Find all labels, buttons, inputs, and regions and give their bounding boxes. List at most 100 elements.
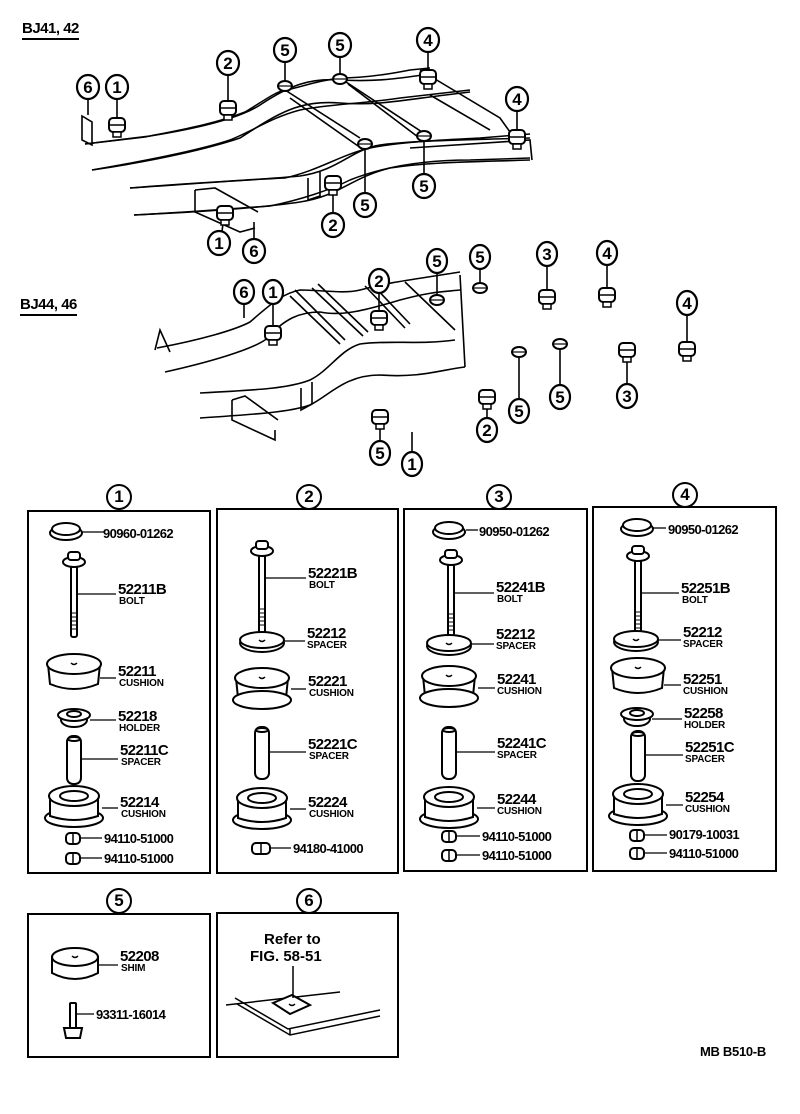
callout-number: 5: [419, 177, 428, 196]
nut-icon: [629, 847, 645, 860]
callout-circle: [206, 229, 232, 257]
callout-circle: [595, 239, 619, 267]
bolt-icon: [250, 540, 274, 634]
mount-stud: [602, 301, 612, 308]
mount-stud: [374, 324, 384, 331]
callout-4: 4: [595, 239, 619, 308]
callout-number: 5: [514, 402, 523, 421]
callout-number: 4: [602, 244, 612, 263]
callout-number: 6: [249, 242, 258, 261]
callout-number: 3: [542, 245, 551, 264]
holder-icon: [620, 707, 654, 727]
model-label-bj44-46: BJ44, 46: [20, 296, 77, 316]
callout-circle: [320, 211, 346, 239]
cushion-lower-icon: [232, 787, 292, 830]
tube-spacer-icon: [630, 730, 646, 782]
callout-number: 3: [622, 387, 631, 406]
callout-1: 1: [206, 205, 234, 257]
part-number: 52251C: [685, 739, 735, 756]
figure-code: MB B510-B: [700, 1044, 766, 1059]
callout-circle: [468, 243, 492, 271]
part-number: 90950-01262: [668, 522, 739, 537]
callout-1: 1: [400, 432, 424, 478]
tube-spacer-icon: [66, 735, 82, 785]
callout-number: 5: [360, 196, 369, 215]
callout-number: 5: [555, 388, 564, 407]
cushion-icon: [610, 657, 666, 694]
part-name: SHIM: [121, 963, 146, 974]
part-name: HOLDER: [119, 723, 161, 734]
callout-circle: [75, 73, 101, 101]
callout-5: 5: [507, 346, 531, 425]
callout-number: 5: [432, 252, 441, 271]
callout-circle: [104, 73, 130, 101]
nut-icon: [65, 832, 81, 845]
part-number: 90960-01262: [103, 526, 174, 541]
part-number: 52214: [120, 794, 159, 811]
callout-circle: [368, 439, 392, 467]
part-number: 52208: [120, 948, 159, 965]
callout-number: 5: [280, 41, 289, 60]
callout-2: 2: [475, 389, 499, 444]
callout-number: 6: [83, 78, 92, 97]
part-name: SPACER: [121, 757, 161, 768]
callout-circle: [504, 85, 530, 113]
callout-number: 4: [682, 294, 692, 313]
callout-2: 2: [320, 175, 346, 239]
part-name: HOLDER: [684, 720, 726, 731]
callout-5: 5: [468, 243, 492, 294]
mount-stud: [512, 143, 522, 150]
reference-text: Refer to: [264, 931, 321, 948]
part-number: 52254: [685, 789, 724, 806]
callout-circle: [535, 240, 559, 268]
part-number: 94180-41000: [293, 841, 364, 856]
part-name: SPACER: [496, 641, 536, 652]
panel-2: [216, 508, 399, 874]
callout-number: 4: [423, 31, 433, 50]
spacer-disk-icon: [613, 630, 659, 652]
callout-circle: [367, 267, 391, 295]
part-number: 52212: [683, 624, 722, 641]
callout-circle: [475, 416, 499, 444]
cap-icon: [432, 521, 466, 540]
part-number: 90179-10031: [669, 827, 740, 842]
part-number: 52218: [118, 708, 157, 725]
callout-5: 5: [352, 138, 378, 219]
callout-5: 5: [548, 338, 572, 411]
part-number: 94110-51000: [482, 848, 552, 863]
nut-icon: [441, 830, 457, 843]
panel-1-number: 1: [106, 484, 132, 510]
callout-4: 4: [675, 289, 699, 362]
part-number: 94110-51000: [104, 831, 174, 846]
callout-circle: [215, 49, 241, 77]
part-number: 52251: [683, 671, 722, 688]
part-number: 52212: [307, 625, 346, 642]
callout-number: 5: [375, 444, 384, 463]
shim-large-icon: [51, 947, 99, 980]
cushion-icon: [46, 653, 102, 690]
part-number: 52241B: [496, 579, 546, 596]
callout-number: 6: [239, 283, 248, 302]
part-name: CUSHION: [121, 809, 166, 820]
part-number: 52212: [496, 626, 535, 643]
mount-stud: [328, 189, 338, 196]
screw-icon: [62, 1002, 84, 1039]
callout-circle: [548, 383, 572, 411]
callout-number: 5: [335, 36, 344, 55]
part-number: 52241C: [497, 735, 547, 752]
part-name: SPACER: [685, 754, 725, 765]
mount-stud: [375, 423, 385, 430]
callout-3: 3: [615, 342, 639, 410]
holder-icon: [57, 708, 91, 728]
frame-bj44-46-lines: [154, 271, 466, 442]
part-name: BOLT: [497, 594, 523, 605]
callout-5: 5: [272, 36, 298, 92]
nut-icon: [251, 842, 271, 855]
callout-3: 3: [535, 240, 559, 310]
callout-circle: [507, 397, 531, 425]
callout-circle: [411, 172, 437, 200]
part-name: SPACER: [497, 750, 537, 761]
panel-5: [27, 913, 211, 1058]
